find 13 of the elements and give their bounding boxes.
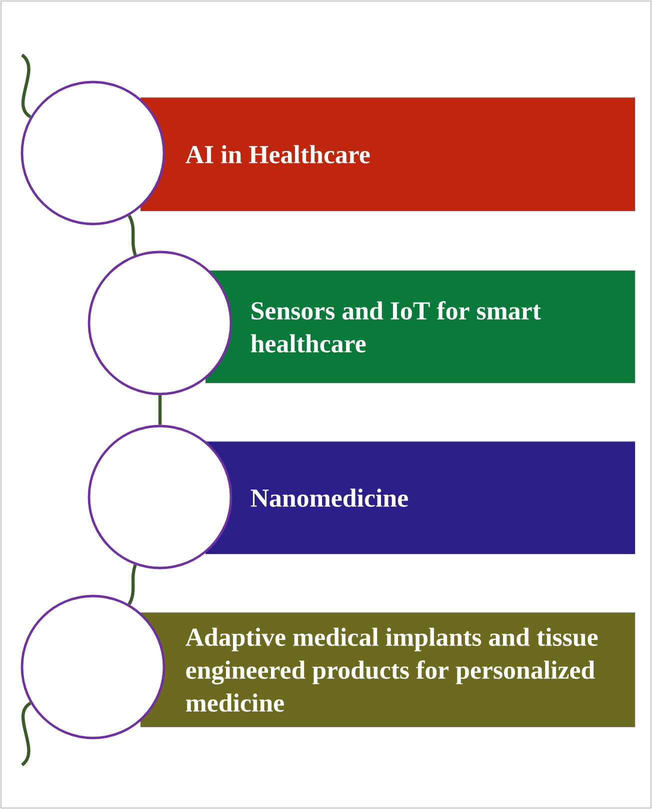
topic-bar: Sensors and IoT for smart healthcare (205, 270, 636, 384)
connector-line (20, 54, 32, 118)
topic-bar: Nanomedicine (205, 441, 636, 555)
connector-line (128, 214, 137, 256)
connector-line (128, 564, 137, 606)
topic-bar: AI in Healthcare (140, 97, 636, 212)
circle-marker (88, 424, 232, 570)
circle-marker (20, 80, 166, 226)
circle-marker (88, 250, 232, 396)
connector-line (20, 702, 32, 766)
topic-bar: Adaptive medical implants and tissue engineered products for personalized medicine (140, 612, 636, 728)
connector-line (158, 395, 162, 425)
circle-marker (20, 594, 166, 740)
